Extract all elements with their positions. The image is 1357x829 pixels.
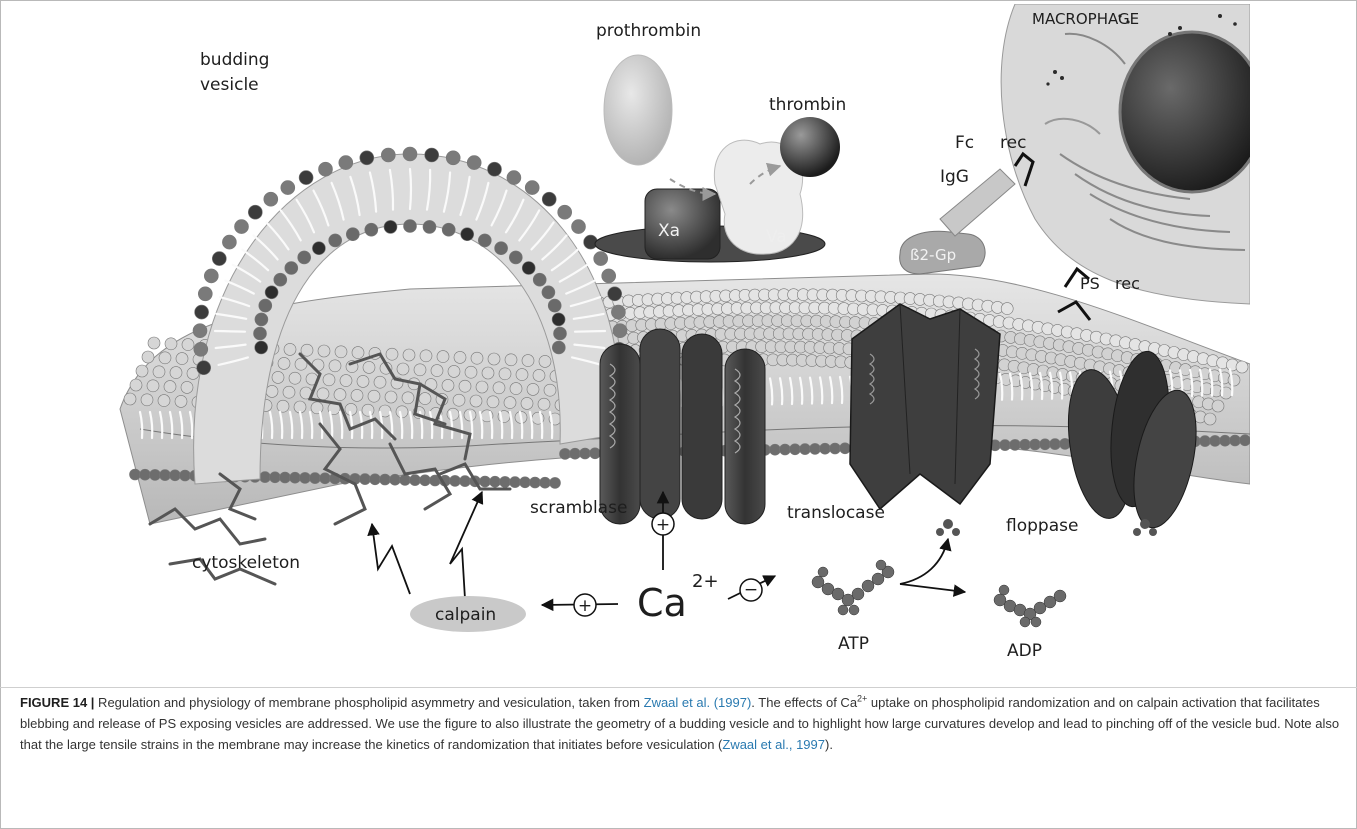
caption-divider <box>0 687 1357 688</box>
label-ps: PS <box>1080 274 1100 293</box>
caption-citation-2[interactable]: Zwaal et al., 1997 <box>722 737 825 752</box>
prothrombinase-complex <box>595 55 840 262</box>
scramblase <box>600 329 765 524</box>
plus-sign-calpain: + <box>574 594 596 616</box>
figure-caption: FIGURE 14 | Regulation and physiology of… <box>20 692 1340 755</box>
factor-xa <box>645 189 720 259</box>
figure-illustration: + − + budding vesicle prothrombin thromb… <box>110 4 1250 688</box>
label-b2gp: ß2-Gp <box>910 246 956 264</box>
macrophage-nucleus <box>1120 32 1250 192</box>
macrophage-cell <box>1001 4 1250 304</box>
translocase <box>850 304 1000 536</box>
plus-sign-scramblase: + <box>652 513 674 535</box>
svg-text:+: + <box>578 596 592 616</box>
caption-text-1: Regulation and physiology of membrane ph… <box>94 695 643 710</box>
label-va: Va <box>766 227 787 247</box>
label-cytoskeleton: cytoskeleton <box>192 553 300 573</box>
caption-superscript: 2+ <box>857 694 867 704</box>
caption-label: FIGURE 14 | <box>20 695 94 710</box>
label-fc: Fc <box>955 133 974 153</box>
adp-molecule <box>994 585 1066 627</box>
caption-citation-1[interactable]: Zwaal et al. (1997) <box>644 695 752 710</box>
label-vesicle: vesicle <box>200 75 259 95</box>
label-ca: Ca <box>637 581 687 625</box>
label-ps-rec: rec <box>1115 274 1140 293</box>
svg-text:+: + <box>656 515 670 535</box>
thrombin <box>780 117 840 177</box>
caption-text-4: ). <box>825 737 833 752</box>
label-igg: IgG <box>940 167 969 187</box>
label-budding: budding <box>200 50 269 70</box>
label-ca-charge: 2+ <box>692 571 719 592</box>
atp-molecule <box>812 560 894 615</box>
label-adp: ADP <box>1007 641 1042 661</box>
label-xa: Xa <box>658 221 680 241</box>
label-thrombin: thrombin <box>769 95 846 115</box>
prothrombin <box>604 55 672 165</box>
caption-text-2: . The effects of Ca <box>751 695 857 710</box>
label-scramblase: scramblase <box>530 498 627 518</box>
label-prothrombin: prothrombin <box>596 21 701 41</box>
label-atp: ATP <box>838 634 869 654</box>
label-macrophage: MACROPHAGE <box>1032 10 1139 28</box>
label-fc-rec: rec <box>1000 133 1026 153</box>
label-translocase: translocase <box>787 503 885 523</box>
svg-text:−: − <box>744 580 758 600</box>
label-floppase: floppase <box>1006 516 1078 536</box>
minus-sign-translocase: − <box>740 579 762 601</box>
label-calpain: calpain <box>435 605 496 625</box>
